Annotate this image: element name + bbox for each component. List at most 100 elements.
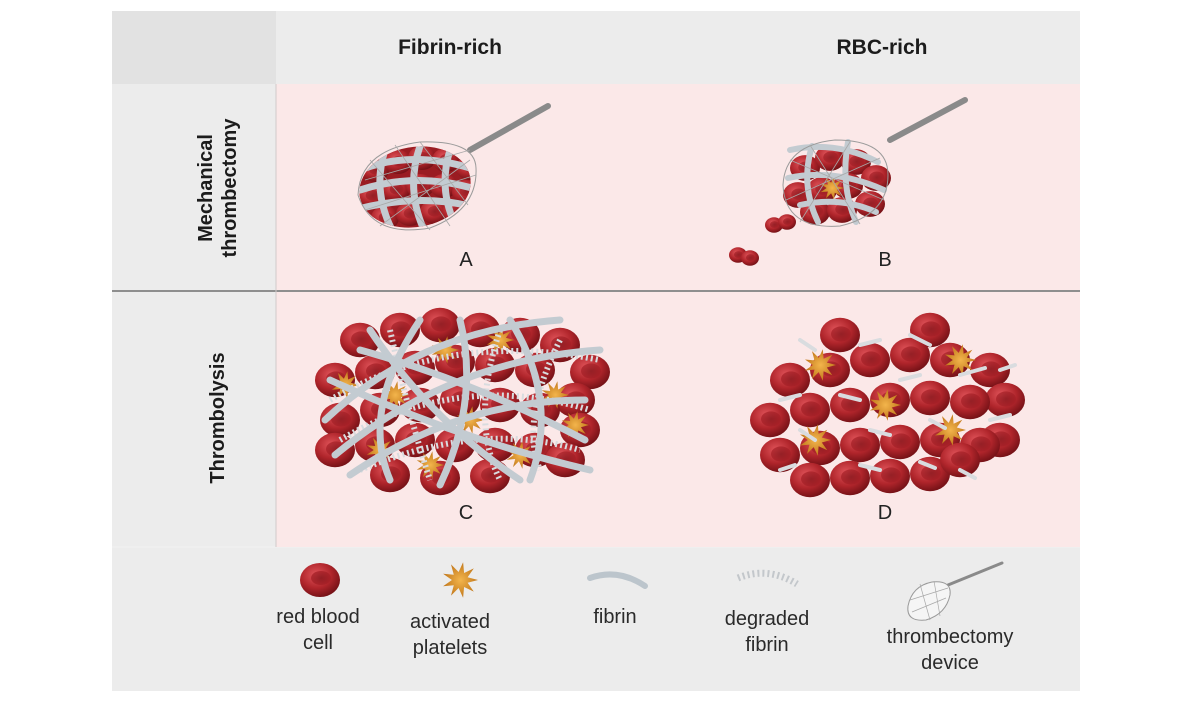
red-blood-cell bbox=[870, 458, 910, 494]
activated-platelet bbox=[820, 176, 844, 200]
legend-label-fibrin: fibrin bbox=[560, 604, 670, 630]
panel-b-graphic bbox=[729, 97, 968, 266]
red-blood-cell bbox=[830, 460, 870, 496]
legend-line: thrombectomy bbox=[886, 626, 1014, 648]
degraded-fibrin-fragment bbox=[908, 333, 932, 347]
red-blood-cell bbox=[850, 342, 890, 378]
legend-label-thrombectomy-device: thrombectomy device bbox=[870, 624, 1030, 676]
degraded-fibrin-icon bbox=[736, 569, 799, 588]
legend-line: degraded bbox=[724, 608, 810, 630]
fibrin-strand bbox=[326, 376, 594, 474]
fibrin-strand bbox=[321, 316, 564, 424]
degraded-fibrin-fragment bbox=[928, 418, 947, 430]
panel-c-graphic bbox=[315, 307, 610, 496]
row-label-line: Mechanical bbox=[195, 134, 217, 242]
row-header-mechanical-thrombectomy: Mechanical thrombectomy bbox=[194, 119, 242, 258]
degraded-fibrin-fragment bbox=[958, 468, 977, 480]
legend-label-activated-platelets: activated platelets bbox=[390, 609, 510, 661]
red-blood-cell bbox=[970, 352, 1010, 388]
red-blood-cell bbox=[910, 456, 950, 492]
legend-line: activated bbox=[409, 611, 491, 633]
red-blood-cell bbox=[820, 317, 860, 353]
degraded-fibrin-fragment bbox=[958, 366, 987, 377]
row-label-line: thrombectomy bbox=[219, 118, 241, 258]
degraded-fibrin-strand bbox=[358, 435, 581, 473]
red-blood-cell bbox=[910, 380, 950, 416]
panel-a-graphic bbox=[356, 103, 551, 236]
activated-platelet bbox=[805, 349, 836, 381]
row-header-bar bbox=[112, 84, 276, 546]
column-header-bar bbox=[276, 11, 1080, 84]
activated-platelet bbox=[416, 451, 444, 479]
legend-line: platelets bbox=[412, 637, 488, 659]
legend-line: fibrin bbox=[593, 606, 637, 628]
activated-platelet bbox=[381, 381, 409, 409]
device-handle bbox=[467, 103, 551, 153]
red-blood-cell bbox=[840, 427, 880, 463]
red-blood-cell bbox=[470, 458, 510, 494]
fibrin-strand bbox=[506, 316, 545, 484]
activated-platelet bbox=[443, 562, 478, 598]
red-blood-cell bbox=[830, 387, 870, 423]
panel-d-graphic bbox=[750, 312, 1025, 498]
legend-label-degraded-fibrin: degraded fibrin bbox=[707, 606, 827, 658]
activated-platelet bbox=[486, 326, 514, 354]
degraded-fibrin-fragment bbox=[798, 428, 817, 442]
red-blood-cell bbox=[985, 382, 1025, 418]
red-blood-cell-icon bbox=[300, 563, 340, 597]
degraded-fibrin-strand bbox=[482, 329, 503, 482]
red-blood-cell bbox=[770, 362, 810, 398]
red-blood-cell bbox=[741, 250, 759, 266]
panel-label-b: B bbox=[878, 249, 892, 271]
row-label-line: Thrombolysis bbox=[207, 352, 229, 484]
fibrin-strand bbox=[436, 316, 471, 489]
panel-label-d: D bbox=[877, 502, 893, 524]
red-blood-cell bbox=[790, 462, 830, 498]
panel-label-c: C bbox=[458, 502, 474, 524]
legend-label-red-blood-cell: red blood cell bbox=[258, 604, 378, 656]
degraded-fibrin-fragment bbox=[778, 463, 797, 472]
row-header-thrombolysis: Thrombolysis bbox=[206, 352, 230, 483]
red-blood-cell bbox=[420, 307, 460, 343]
activated-platelet bbox=[935, 414, 966, 446]
thrombectomy-device-icon bbox=[907, 561, 1004, 621]
degraded-fibrin-fragment bbox=[898, 373, 922, 382]
red-blood-cell bbox=[950, 384, 990, 420]
activated-platelet-icon bbox=[443, 562, 478, 598]
red-blood-cell bbox=[940, 442, 980, 478]
red-blood-cell bbox=[778, 214, 796, 230]
red-blood-cell bbox=[750, 402, 790, 438]
red-blood-cell bbox=[890, 337, 930, 373]
degraded-fibrin-fragment bbox=[838, 393, 862, 402]
degraded-fibrin-strand bbox=[387, 329, 433, 481]
degraded-fibrin-fragment bbox=[858, 463, 882, 472]
legend-line: cell bbox=[302, 632, 333, 654]
degraded-fibrin-fragment bbox=[778, 393, 802, 402]
red-blood-cell bbox=[315, 432, 355, 468]
activated-platelet bbox=[870, 389, 901, 421]
red-blood-cell bbox=[790, 392, 830, 428]
column-header-fibrin-rich: Fibrin-rich bbox=[398, 36, 502, 59]
red-blood-cell bbox=[760, 437, 800, 473]
fibrin-strand bbox=[356, 346, 589, 444]
legend-line: device bbox=[921, 652, 979, 674]
red-blood-cell bbox=[880, 424, 920, 460]
legend-line: fibrin bbox=[745, 634, 789, 656]
degraded-fibrin-fragment bbox=[798, 338, 817, 352]
device-handle bbox=[887, 97, 968, 143]
column-header-rbc-rich: RBC-rich bbox=[836, 36, 928, 59]
panel-label-a: A bbox=[459, 249, 473, 271]
activated-platelet bbox=[561, 411, 589, 439]
fibrin-icon bbox=[587, 571, 648, 589]
fibrin-strand bbox=[366, 326, 524, 484]
red-blood-cell bbox=[570, 354, 610, 390]
corner-cell bbox=[112, 11, 276, 84]
degraded-fibrin-fragment bbox=[868, 428, 892, 437]
degraded-fibrin-fragment bbox=[988, 413, 1012, 422]
activated-platelet bbox=[945, 344, 976, 376]
degraded-fibrin-fragment bbox=[998, 363, 1017, 372]
degraded-fibrin-fragment bbox=[918, 460, 937, 470]
degraded-fibrin-fragment bbox=[858, 338, 882, 347]
